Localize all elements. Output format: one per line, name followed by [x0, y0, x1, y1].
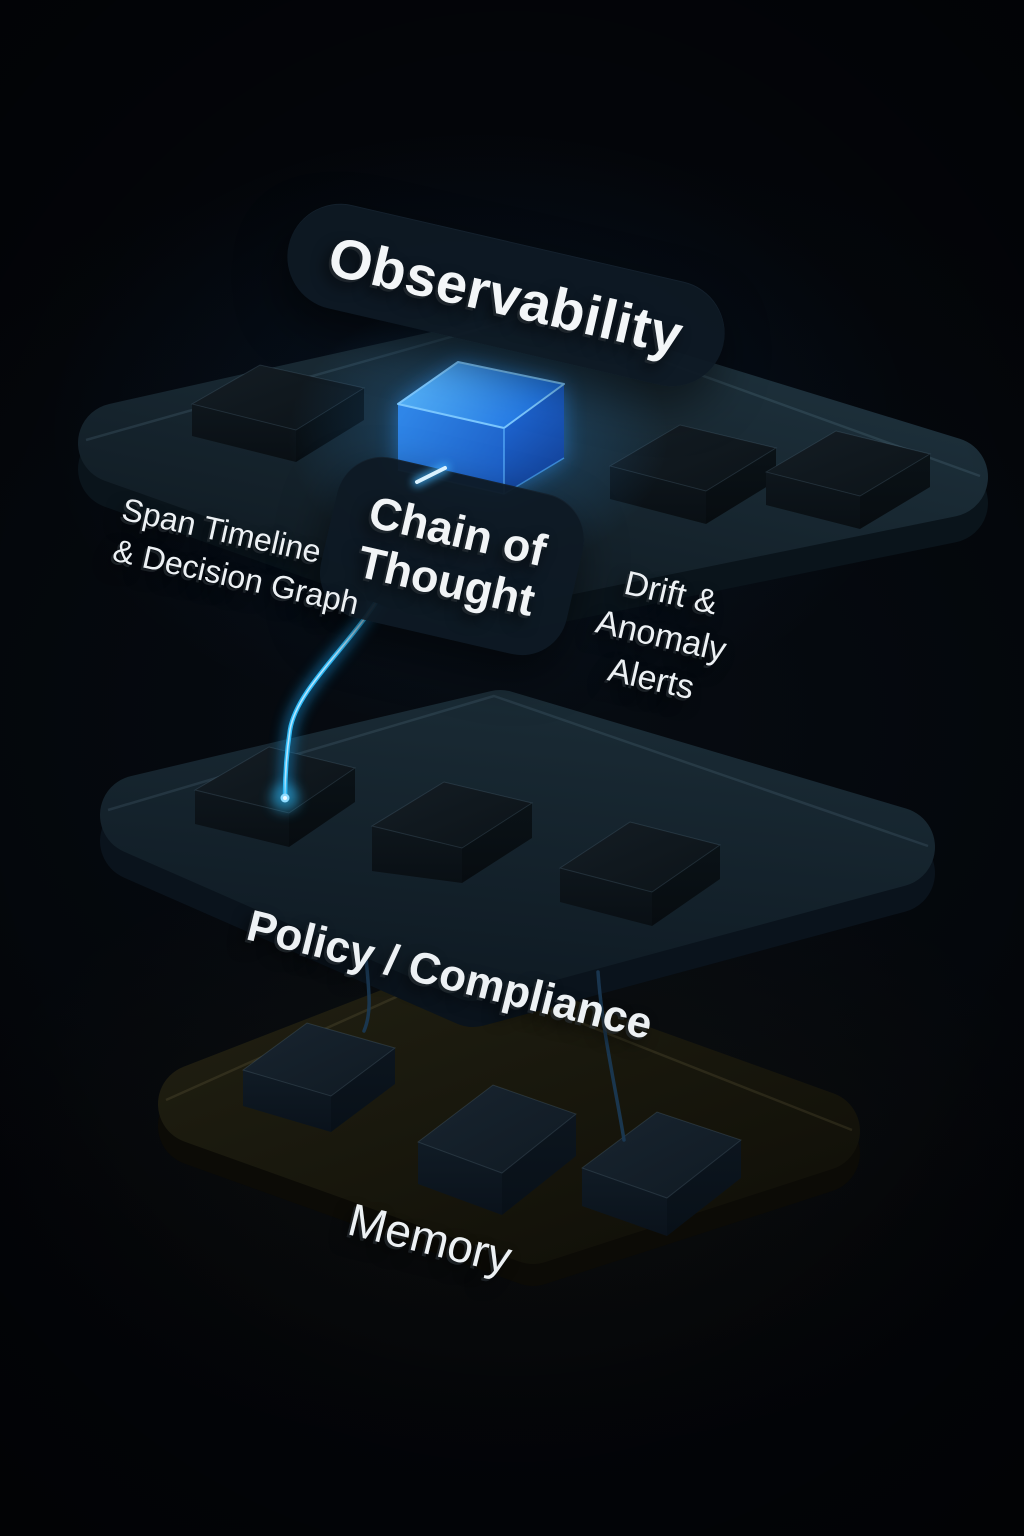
block-right-face: [652, 845, 720, 926]
memory-block-3: [580, 1111, 743, 1236]
block-left-face: [582, 1168, 667, 1236]
chain-of-thought-label: Chain of Thought: [352, 485, 552, 626]
block-top-face: [241, 1022, 397, 1097]
block-right-face: [860, 454, 930, 529]
block-right-face: [331, 1048, 395, 1132]
block-left-face: [560, 868, 652, 926]
policy-block-2: [370, 781, 534, 883]
memory-block-2: [416, 1084, 578, 1215]
memory-block-1: [241, 1022, 397, 1132]
cube-top-face: [397, 361, 565, 429]
policy-block-3: [558, 821, 722, 926]
block-left-face: [195, 790, 289, 847]
top-block-right-2: [764, 430, 932, 529]
connector-line-right: [596, 970, 626, 1142]
policy-block-1: [193, 746, 357, 847]
block-top-face: [370, 781, 534, 849]
block-right-face: [289, 768, 355, 847]
block-top-face: [580, 1111, 743, 1199]
block-left-face: [372, 826, 462, 883]
block-top-face: [416, 1084, 578, 1174]
block-left-face: [243, 1070, 331, 1132]
block-top-face: [193, 746, 357, 814]
block-right-face: [462, 803, 532, 883]
block-left-face: [418, 1142, 502, 1215]
connector-line-left: [362, 956, 371, 1033]
block-top-face: [764, 430, 932, 497]
block-right-face: [706, 448, 776, 524]
block-right-face: [502, 1114, 576, 1215]
block-right-face: [667, 1140, 741, 1236]
block-left-face: [192, 404, 296, 462]
block-left-face: [766, 472, 860, 529]
block-top-face: [558, 821, 722, 893]
glow-landing-core: [283, 796, 287, 800]
